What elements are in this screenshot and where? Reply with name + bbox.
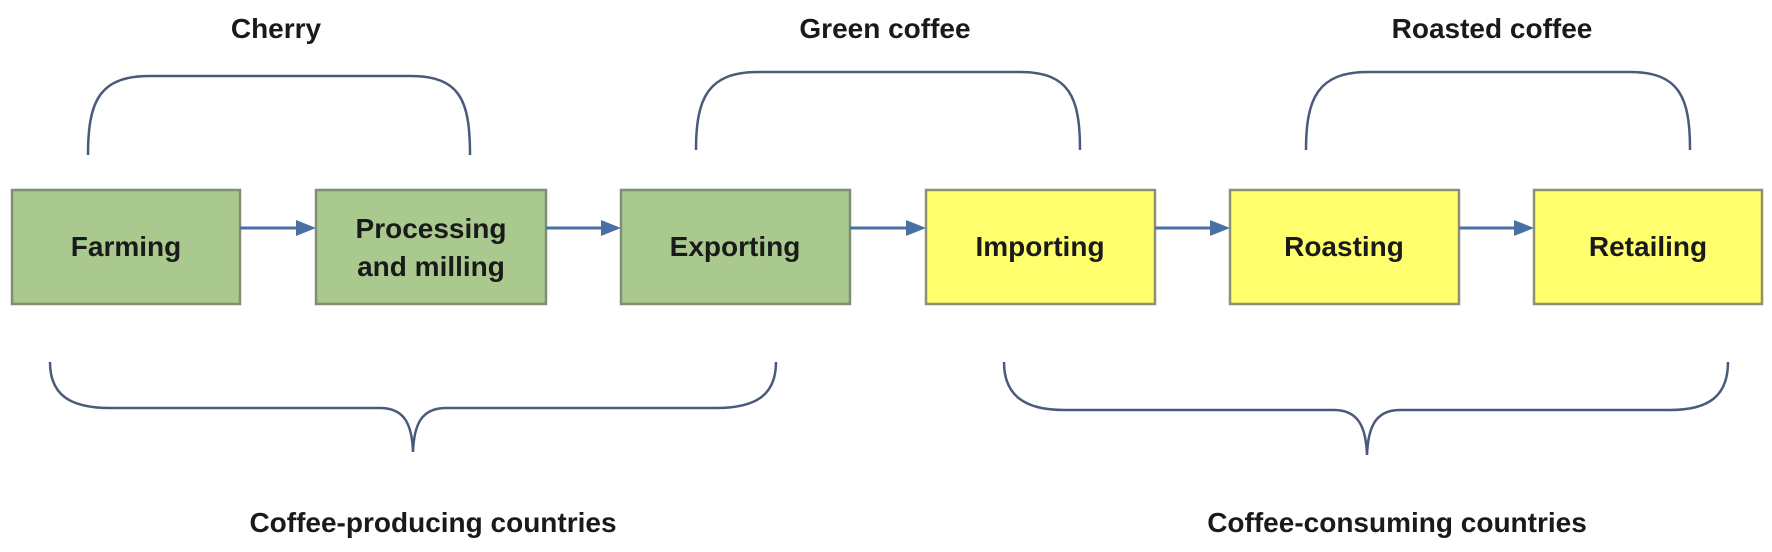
arrow-exporting-to-importing [850,220,926,236]
bracket-roasted-coffee [1304,70,1692,151]
stage-label: Retailing [1589,231,1707,262]
country-label-consuming: Coffee-consuming countries [1207,507,1587,538]
stage-box-processing-and-milling: Processing and milling [314,188,548,306]
product-label-cherry: Cherry [231,13,322,44]
bracket-cherry [86,74,472,156]
country-label-producing: Coffee-producing countries [249,507,616,538]
arrow-farming-to-processing [240,220,316,236]
arrow-processing-to-exporting [546,220,621,236]
bracket-green-coffee [694,70,1082,151]
stage-label: Importing [975,231,1104,262]
stage-box-roasting: Roasting [1228,188,1461,306]
stage-label: Farming [71,231,181,262]
product-label-green-coffee: Green coffee [799,13,970,44]
stage-box-importing: Importing [924,188,1157,306]
stage-label-line-2: and milling [357,251,505,282]
stage-box-farming: Farming [10,188,242,306]
stage-label-line-1: Processing [356,213,507,244]
stage-label: Roasting [1284,231,1404,262]
brace-producing-countries [48,361,778,453]
stage-label: Exporting [670,231,801,262]
arrow-roasting-to-retailing [1459,220,1534,236]
brace-consuming-countries [1002,361,1730,456]
stage-box-exporting: Exporting [619,188,852,306]
stage-box-retailing: Retailing [1532,188,1764,306]
product-label-roasted-coffee: Roasted coffee [1392,13,1593,44]
arrow-importing-to-roasting [1155,220,1230,236]
